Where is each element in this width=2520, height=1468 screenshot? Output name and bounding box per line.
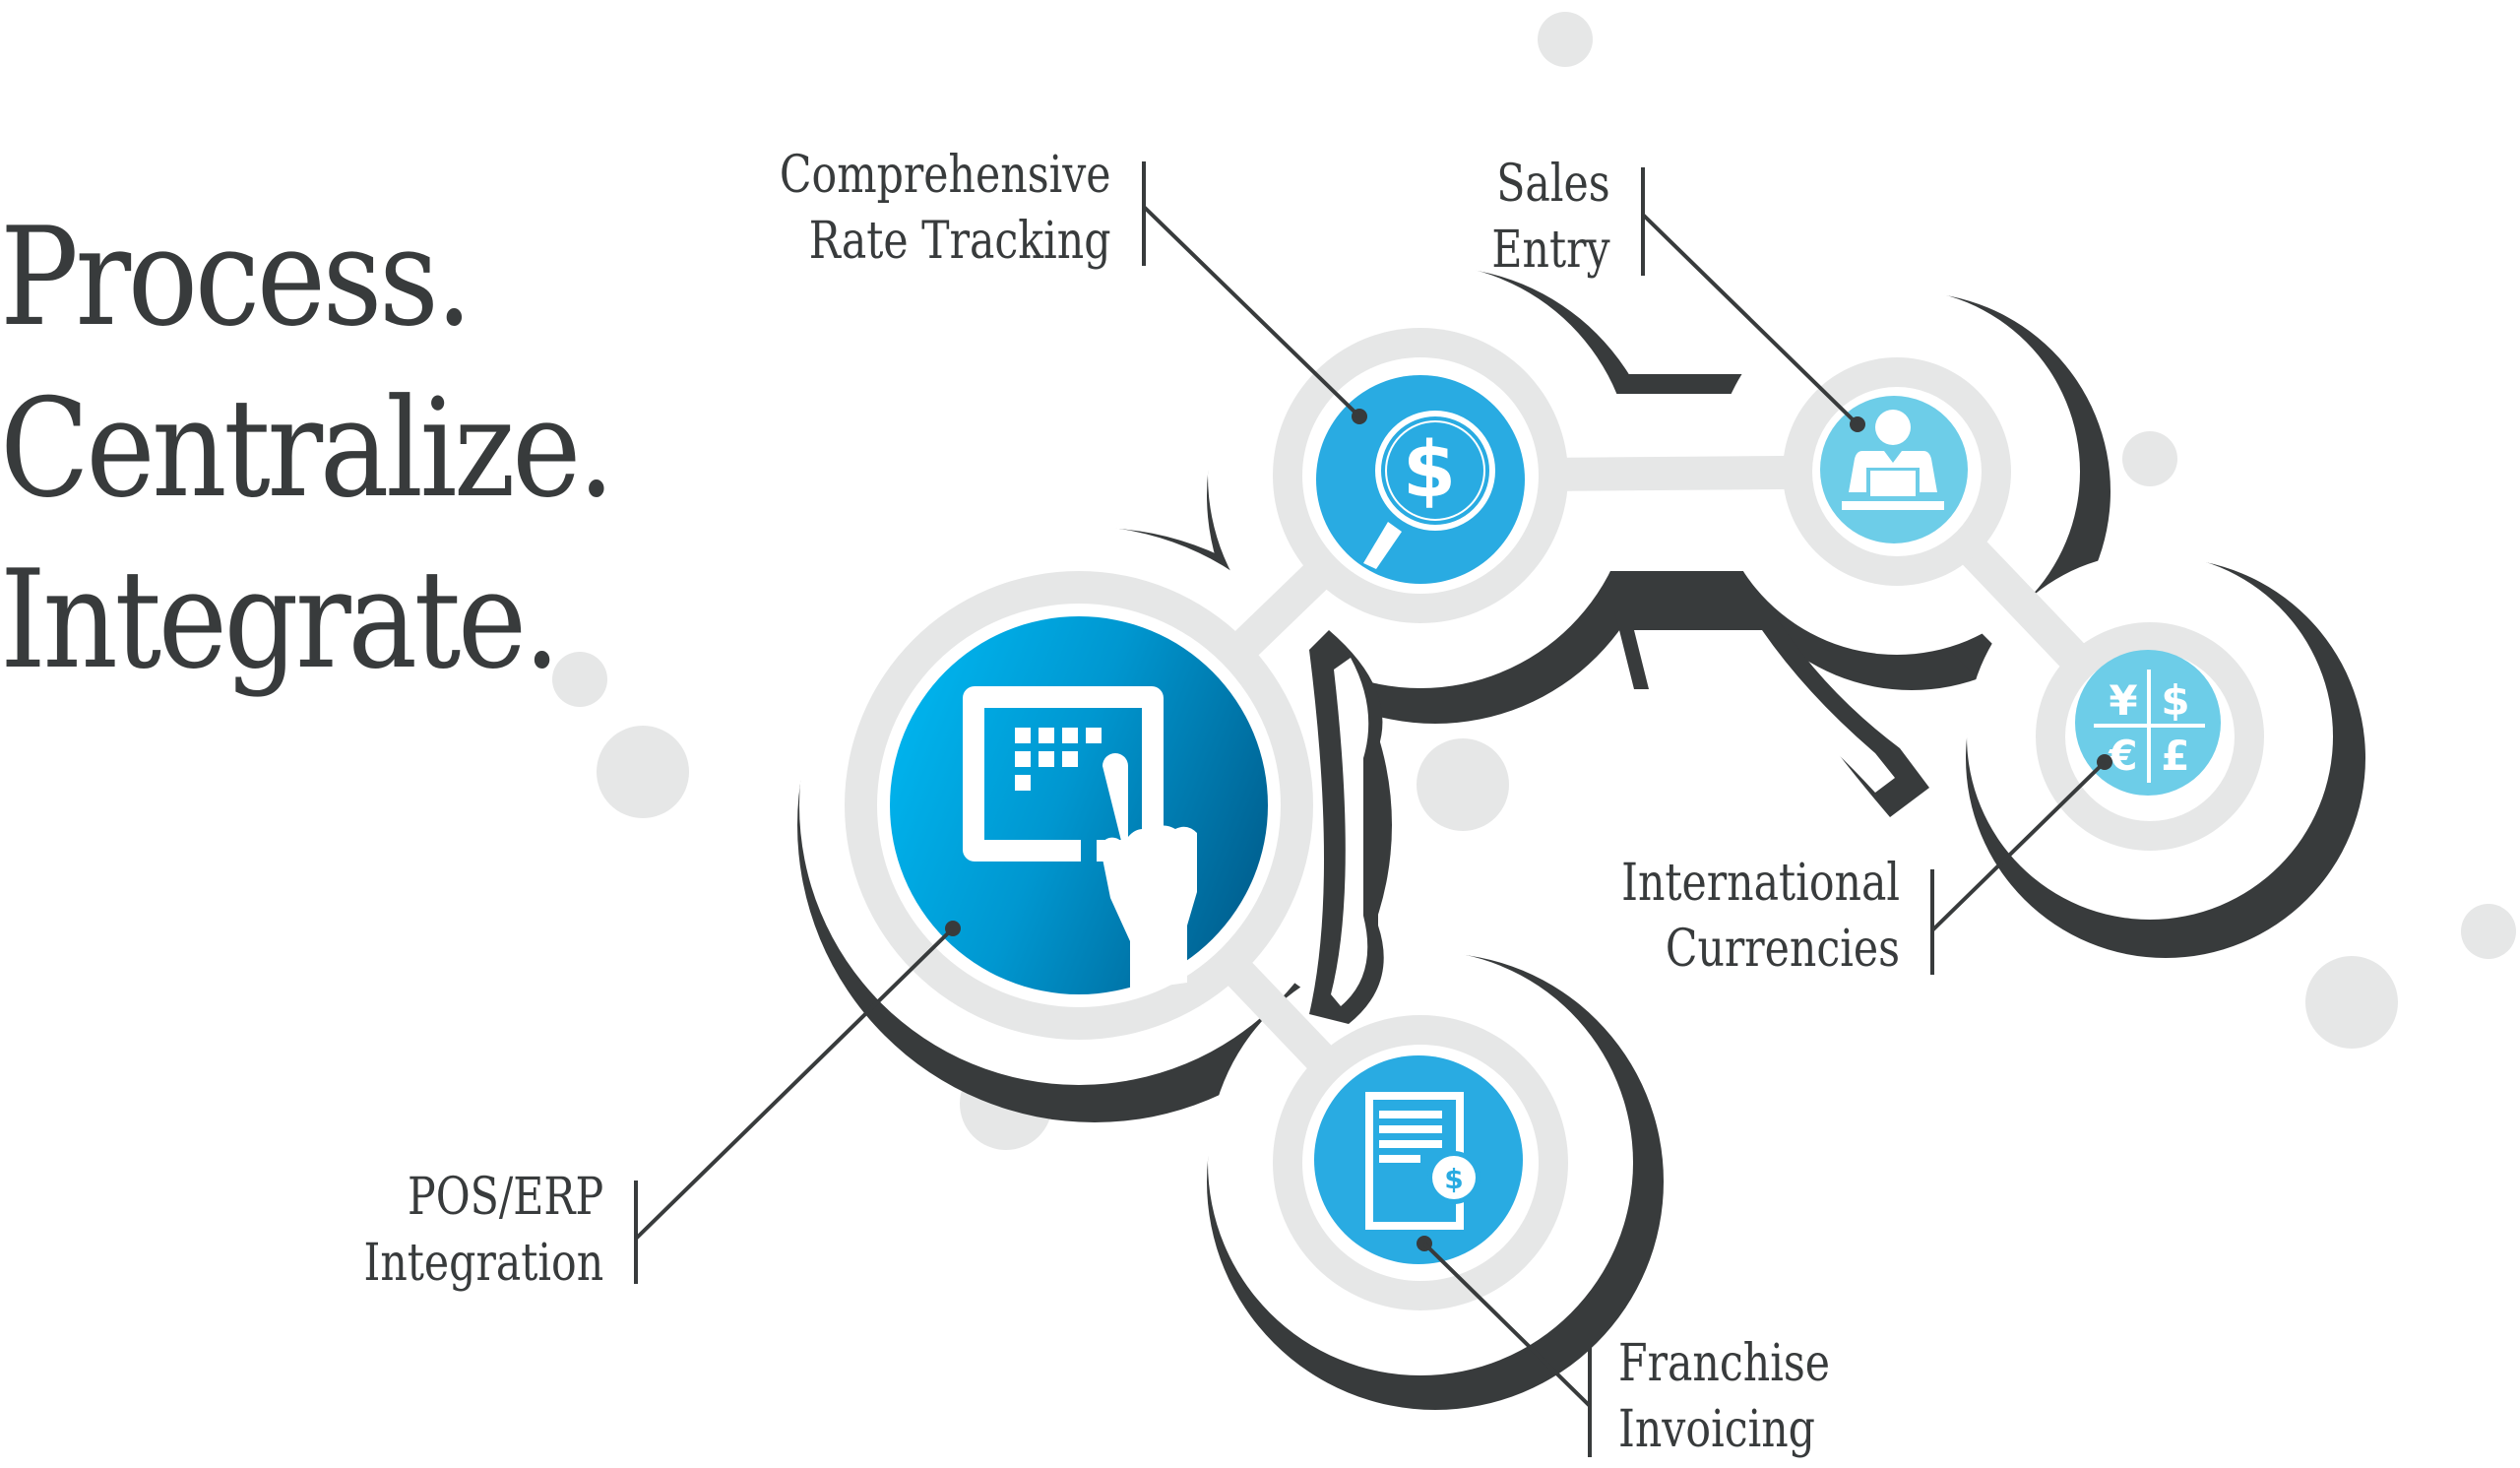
node-sales-entry[interactable]	[1820, 396, 1968, 543]
svg-text:$: $	[1444, 1163, 1463, 1195]
label-line: Entry	[1491, 221, 1610, 280]
svg-text:$: $	[1403, 426, 1456, 515]
person-at-laptop-icon	[1842, 410, 1944, 510]
label-line: International	[1621, 854, 1900, 913]
label-currencies: International Currencies	[1621, 851, 1900, 983]
tablet-touch-icon	[963, 686, 1197, 990]
node-invoicing[interactable]: $	[1314, 1055, 1523, 1264]
label-line: Integration	[363, 1234, 603, 1293]
node-rate-tracking[interactable]: $	[1316, 375, 1525, 584]
label-line: POS/ERP	[407, 1168, 603, 1227]
label-pos-erp: POS/ERP Integration	[363, 1165, 603, 1297]
label-sales-entry: Sales Entry	[1492, 152, 1610, 284]
headline-line-integrate: Integrate.	[0, 541, 560, 699]
decorative-dots	[552, 12, 2516, 1150]
label-line: Currencies	[1665, 920, 1900, 979]
invoice-dollar-icon: $	[1365, 1092, 1480, 1230]
headline-line-process: Process.	[0, 198, 472, 356]
headline-line-centralize: Centralize.	[0, 369, 615, 528]
label-line: Sales	[1496, 155, 1610, 214]
headline: Process. Centralize. Integrate.	[0, 192, 615, 706]
dollar-magnifier-icon: $	[1363, 411, 1495, 569]
svg-text:¥: ¥	[2109, 676, 2137, 725]
svg-text:£: £	[2161, 732, 2189, 780]
label-rate-tracking: Comprehensive Rate Tracking	[780, 143, 1111, 275]
currency-grid-icon: ¥ $ € £	[2094, 670, 2205, 783]
node-currencies[interactable]: ¥ $ € £	[2075, 650, 2221, 796]
svg-text:€: €	[2108, 732, 2137, 780]
label-invoicing: Franchise Invoicing	[1618, 1331, 1830, 1463]
label-line: Franchise	[1618, 1334, 1830, 1393]
label-line: Rate Tracking	[809, 212, 1111, 271]
label-line: Comprehensive	[780, 146, 1111, 205]
leader-lines	[634, 161, 2107, 1457]
node-pos-erp[interactable]	[890, 616, 1268, 994]
svg-text:$: $	[2161, 676, 2189, 725]
label-line: Invoicing	[1618, 1400, 1815, 1459]
